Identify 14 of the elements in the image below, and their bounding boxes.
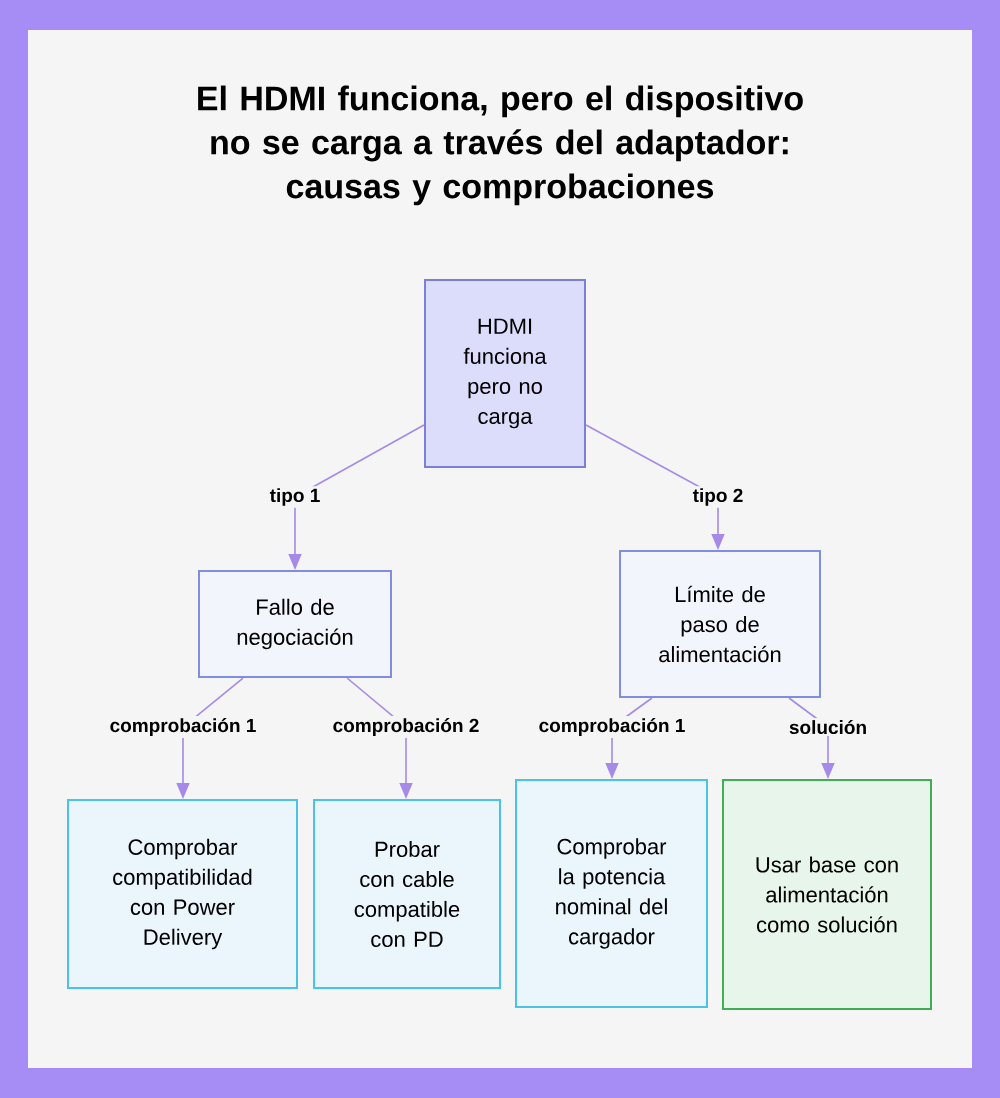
edge-label: tipo 2 bbox=[692, 488, 743, 506]
process-box: Usar base con alimentación como solución bbox=[722, 779, 932, 1010]
process-box: Comprobar compatibilidad con Power Delivery bbox=[67, 799, 298, 989]
process-box: Fallo de negociación bbox=[198, 570, 392, 678]
edge-label: comprobación 2 bbox=[333, 718, 479, 736]
process-box: Probar con cable compatible con PD bbox=[313, 799, 501, 989]
process-box: Límite de paso de alimentación bbox=[619, 550, 821, 698]
edge-label: tipo 1 bbox=[269, 488, 320, 506]
title: El HDMI funciona, pero el dispositivo no se carga a través del adaptador: causas y comprobaciones bbox=[198, 85, 803, 206]
edge-label: comprobación 1 bbox=[110, 718, 256, 736]
edge-label: solución bbox=[789, 719, 866, 735]
process-box: Comprobar la potencia nominal del cargador bbox=[515, 779, 708, 1008]
process-box: HDMI funciona pero no carga bbox=[424, 279, 586, 468]
edge-label: comprobación 1 bbox=[539, 718, 685, 736]
